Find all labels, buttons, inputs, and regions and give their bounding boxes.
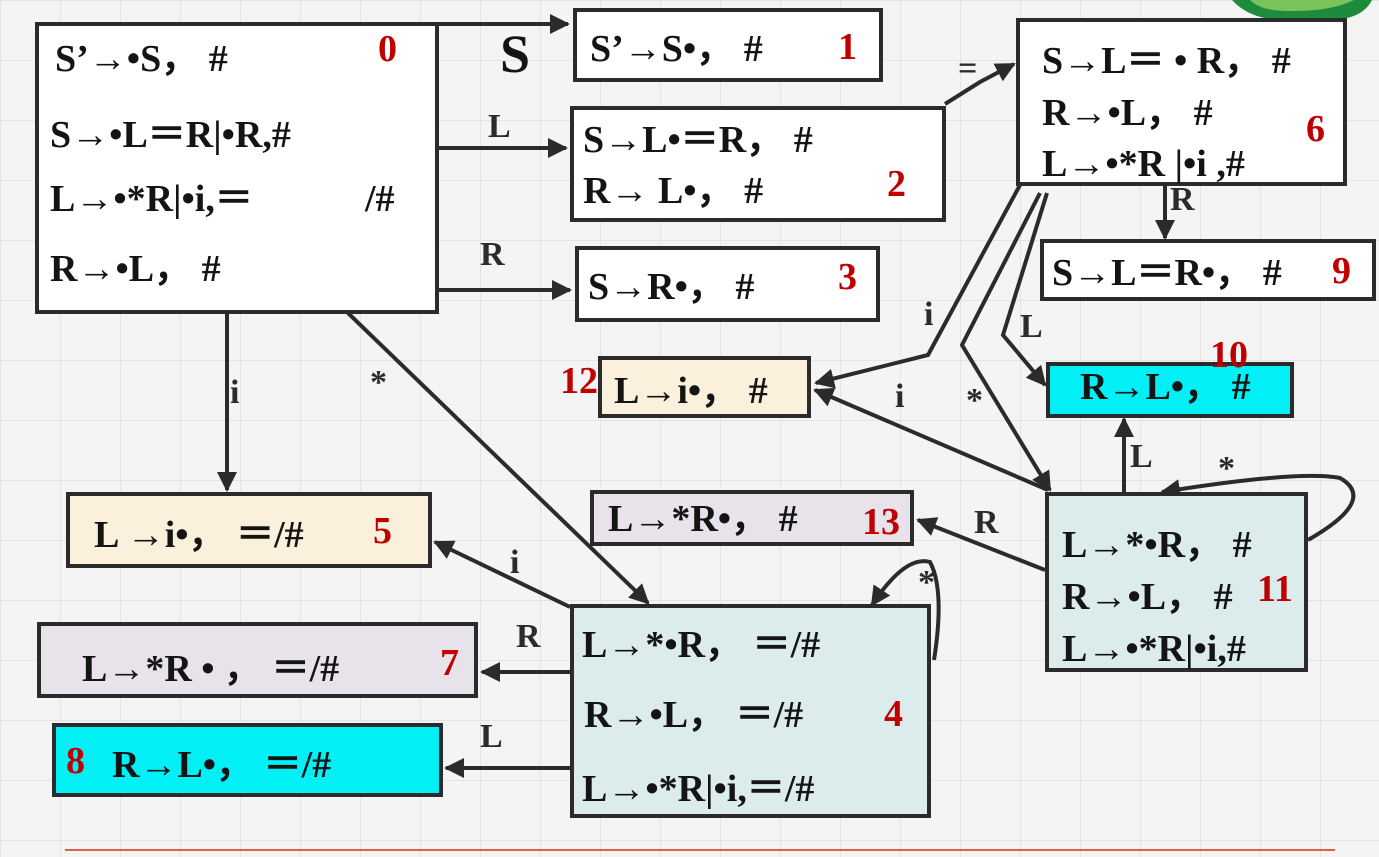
state-4-item-1: L→*•R， ＝/#: [582, 624, 821, 666]
state-7-number: 7: [440, 642, 459, 684]
edge-s6-s10: [1000, 192, 1049, 387]
state-4: [570, 604, 931, 818]
label-s0-S: S: [500, 24, 531, 84]
state-4-item-2: R→•L， ＝/#: [584, 694, 804, 736]
label-s4-L: L: [480, 718, 503, 755]
edge-s6-s11: [959, 192, 1052, 492]
state-3-number: 3: [838, 256, 857, 298]
label-s6-L: L: [1020, 308, 1043, 345]
state-10-number: 10: [1210, 334, 1248, 376]
label-s11-L: L: [1130, 438, 1153, 475]
edge-s0-s4: [346, 311, 650, 605]
state-2-item-1: S→L•＝R， #: [583, 119, 813, 161]
state-2: [570, 106, 946, 222]
state-1: [573, 8, 883, 82]
state-0: [35, 22, 439, 314]
label-s6-R: R: [1170, 181, 1195, 218]
state-5-item-1: L →i•， ＝/#: [94, 514, 304, 556]
label-s11-R: R: [974, 504, 999, 541]
edge-s11-s13: [916, 517, 1046, 572]
bottom-rule: [65, 849, 1335, 851]
state-9: [1040, 239, 1376, 301]
state-11: [1045, 492, 1308, 672]
state-2-item-2: R→ L•， #: [583, 170, 764, 212]
state-6-number: 6: [1306, 108, 1325, 150]
state-8-number: 8: [66, 740, 85, 782]
state-13-number: 13: [862, 501, 900, 543]
label-s0-L: L: [488, 108, 511, 145]
state-3: [575, 246, 880, 322]
state-5: [66, 492, 432, 568]
label-s0-i: i: [230, 374, 240, 411]
state-7-item-1: L→*R • ， ＝/#: [82, 648, 340, 690]
state-2-number: 2: [887, 163, 906, 205]
edge-s11-s11: [1160, 473, 1356, 542]
state-8-item-1: R→L•， ＝/#: [112, 744, 332, 786]
label-s11-i: i: [895, 378, 905, 415]
state-0-number: 0: [378, 28, 397, 70]
state-4-number: 4: [884, 693, 903, 735]
edge-s11-s12: [813, 387, 1049, 492]
label-s4-star: *: [918, 564, 935, 601]
state-4-item-3: L→•*R|•i,＝/#: [582, 768, 815, 810]
state-10-item-1: R→L•， #: [1080, 366, 1251, 408]
state-1-number: 1: [838, 26, 857, 68]
state-9-number: 9: [1332, 250, 1351, 292]
state-11-item-3: L→•*R|•i,#: [1062, 628, 1246, 670]
state-0-item-1: S’→•S， #: [55, 38, 228, 80]
state-10: [1046, 362, 1294, 418]
state-6-item-3: L→•*R |•i ,#: [1042, 143, 1245, 185]
state-0-item-3-lookahead: /#: [365, 178, 395, 220]
label-s2-eq: =: [958, 50, 978, 87]
state-11-item-2: R→•L， #: [1062, 576, 1233, 618]
edge-s6-s12: [814, 184, 1022, 389]
state-8: [52, 723, 443, 797]
edge-s4-s5: [433, 540, 571, 609]
state-13-item-1: L→*R•， #: [608, 498, 798, 540]
state-5-number: 5: [373, 510, 392, 552]
edge-s2-s6: [943, 62, 1016, 106]
label-s0-R: R: [480, 236, 505, 273]
state-6: [1016, 18, 1347, 186]
label-s4-i: i: [510, 544, 520, 581]
state-12: [598, 356, 811, 418]
label-s6-star: *: [966, 382, 983, 419]
edge-s4-s4: [870, 559, 941, 661]
state-3-item-1: S→R•， #: [588, 266, 755, 308]
state-7: [37, 622, 478, 698]
state-0-item-2: S→•L＝R|•R,#: [50, 114, 291, 156]
state-12-number: 12: [560, 360, 598, 402]
label-s0-star: *: [370, 364, 387, 401]
state-6-item-2: R→•L， #: [1042, 92, 1213, 134]
state-1-item-1: S’→S•， #: [590, 28, 763, 70]
state-0-item-4: R→•L， #: [50, 248, 221, 290]
label-s11-star: *: [1218, 450, 1235, 487]
state-11-item-1: L→*•R， #: [1062, 524, 1252, 566]
state-11-number: 11: [1257, 568, 1293, 610]
state-6-item-1: S→L＝ • R， #: [1042, 40, 1291, 82]
state-0-item-3: L→•*R|•i,＝: [50, 178, 253, 220]
state-12-item-1: L→i•， #: [614, 370, 768, 412]
label-s4-R: R: [516, 618, 541, 655]
label-s6-i: i: [924, 296, 934, 333]
state-13: [590, 490, 914, 546]
state-9-item-1: S→L＝R•， #: [1052, 252, 1282, 294]
